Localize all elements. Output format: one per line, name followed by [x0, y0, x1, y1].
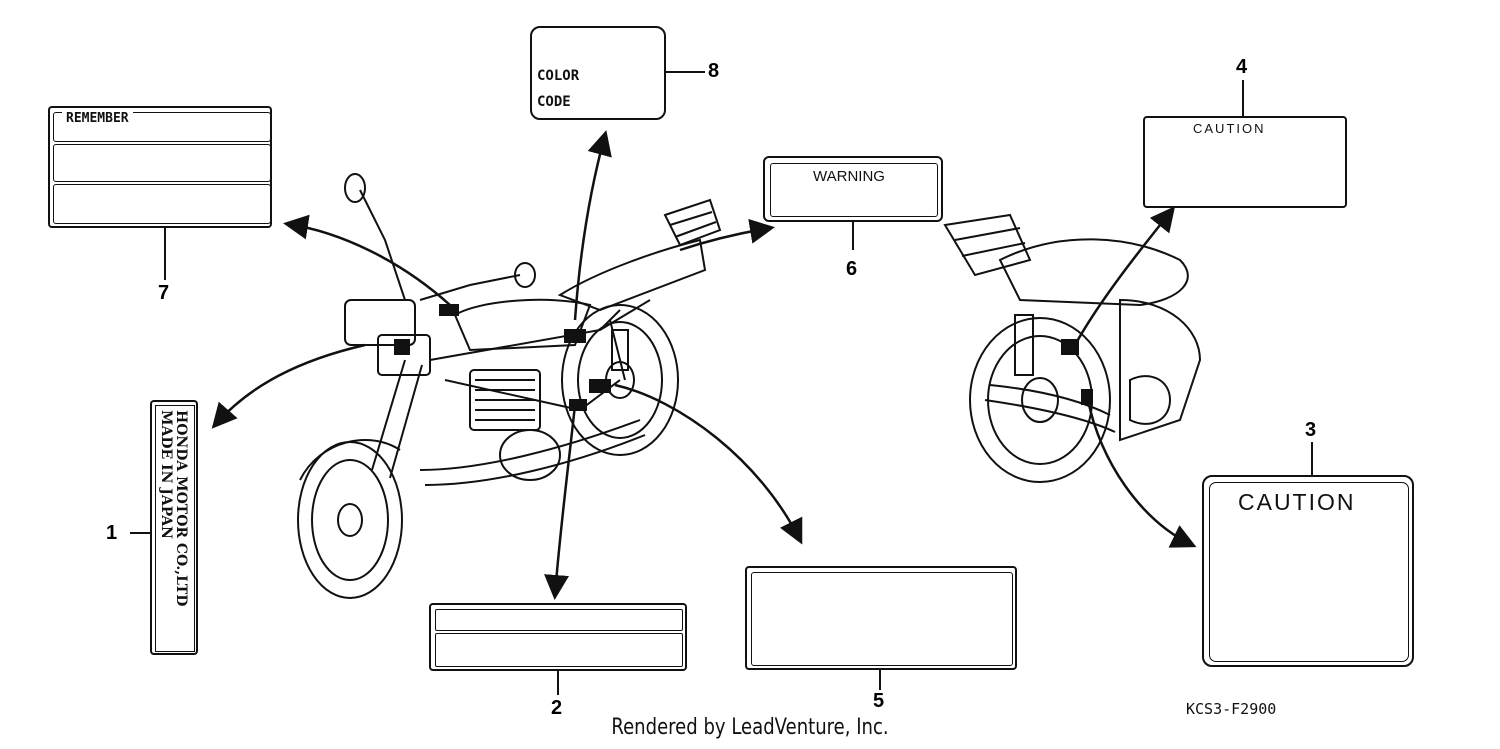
- diagram-code: KCS3-F2900: [1186, 700, 1277, 718]
- label-5-chain: [745, 566, 1017, 670]
- callout-7: 7: [158, 282, 170, 304]
- callout-3: 3: [1305, 419, 1317, 441]
- callout-5: 5: [873, 690, 885, 712]
- label-6-warning: WARNING: [763, 156, 943, 222]
- arrow-to-label-5: [614, 383, 803, 545]
- arrow-to-label-8: [573, 130, 612, 321]
- arrow-to-label-2: [544, 404, 577, 600]
- arrow-to-label-6: [679, 218, 775, 252]
- callout-4: 4: [1236, 56, 1248, 78]
- callout-8: 8: [708, 60, 720, 82]
- callout-2: 2: [551, 697, 563, 719]
- leader-arrows: [211, 130, 1197, 600]
- label-4-caution: CAUTION: [1143, 116, 1347, 208]
- label-7-remember: REMEMBER: [48, 106, 272, 228]
- label-8-line1: COLOR: [537, 68, 580, 84]
- callout-6: 6: [846, 258, 858, 280]
- label-1-line1: HONDA MOTOR CO.,LTD: [173, 410, 189, 607]
- arrow-to-label-4: [1073, 206, 1176, 346]
- label-3-caution-chain: CAUTION: [1202, 475, 1414, 667]
- label-3-title: CAUTION: [1238, 489, 1356, 515]
- arrow-to-label-7: [283, 214, 451, 306]
- arrow-to-label-1: [211, 343, 366, 429]
- label-8-color-code: COLOR CODE: [530, 26, 666, 120]
- motorcycle-right-view: [943, 213, 1202, 483]
- label-1-line2: MADE IN JAPAN: [158, 410, 174, 539]
- label-4-title: CAUTION: [1193, 121, 1266, 136]
- label-2-blank: [429, 603, 687, 671]
- callout-lines: [130, 71, 1313, 695]
- label-7-title: REMEMBER: [62, 111, 133, 126]
- callout-1: 1: [106, 522, 118, 544]
- rendered-by-footer: Rendered by LeadVenture, Inc.: [611, 715, 889, 740]
- label-1-maker-plate: HONDA MOTOR CO.,LTD MADE IN JAPAN: [150, 400, 198, 655]
- motorcycle-left-view: [297, 173, 722, 599]
- label-6-title: WARNING: [813, 168, 885, 185]
- arrow-to-label-3: [1086, 399, 1197, 548]
- label-8-line2: CODE: [537, 94, 571, 110]
